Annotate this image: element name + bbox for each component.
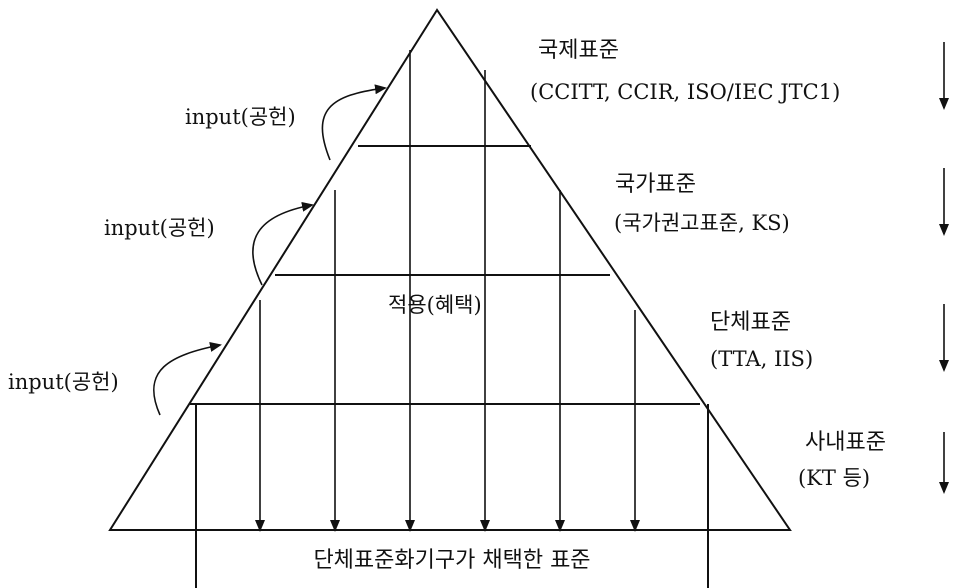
level-1-detail: (CCITT, CCIR, ISO/IEC JTC1) <box>530 80 841 104</box>
level-1-name: 국제표준 <box>538 38 619 63</box>
bottom-box-label: 단체표준화기구가 채택한 표준 <box>313 548 591 573</box>
input-arrow-1 <box>321 84 387 161</box>
input-label-1: input(공헌) <box>185 105 296 129</box>
apply-arrows <box>255 50 640 532</box>
input-arrow-3 <box>153 342 222 416</box>
pyramid-outline <box>108 8 792 531</box>
level-4-name: 사내표준 <box>805 430 886 455</box>
level-3-detail: (TTA, IIS) <box>710 347 814 371</box>
input-arrow-2 <box>252 201 314 286</box>
input-label-2: input(공헌) <box>104 216 215 240</box>
input-label-3: input(공헌) <box>8 370 119 394</box>
apply-label: 적용(혜택) <box>388 293 482 317</box>
level-4-detail: (KT 등) <box>798 466 871 490</box>
level-3-name: 단체표준 <box>710 310 791 335</box>
level-2-detail: (국가권고표준, KS) <box>614 211 790 235</box>
level-2-name: 국가표준 <box>615 172 696 197</box>
